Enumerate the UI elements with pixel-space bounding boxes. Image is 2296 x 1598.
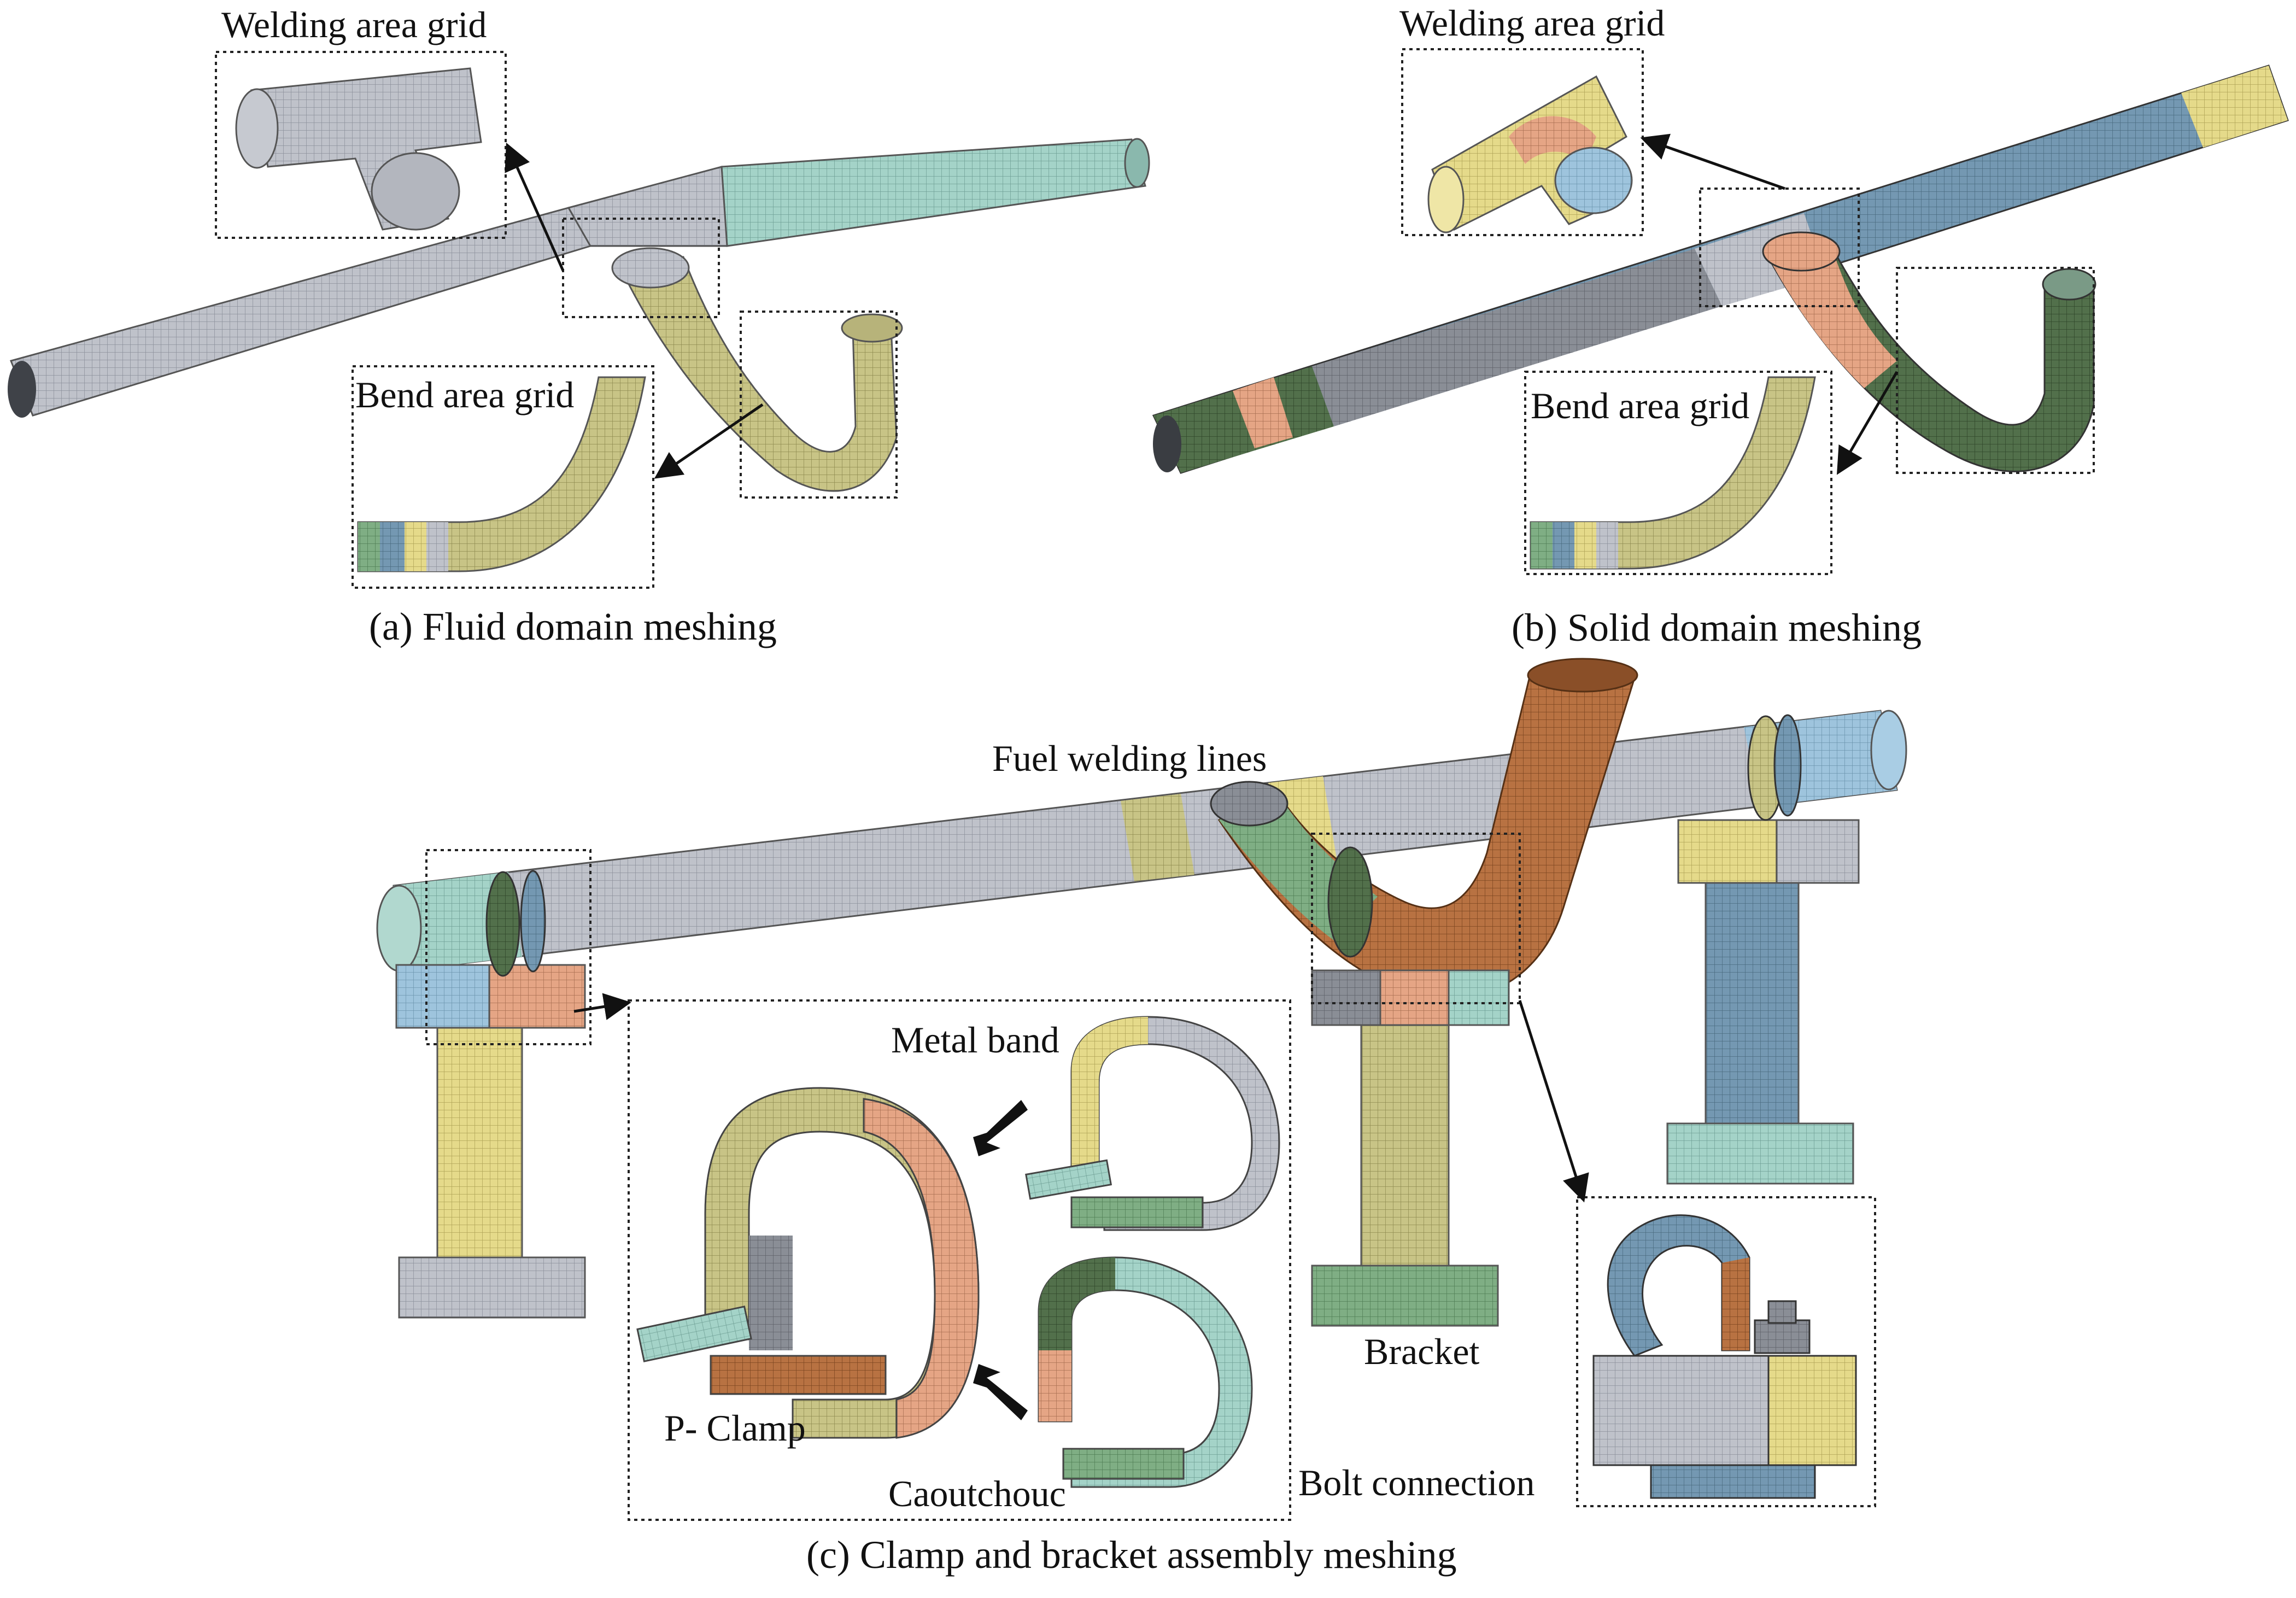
panel-b-welding-label: Welding area grid	[1399, 2, 1665, 44]
panel-c-p-clamp-assembly	[636, 1087, 980, 1439]
panel-c-middle-bracket	[1311, 846, 1510, 1327]
panel-c-caoutchouc-pointer-icon	[973, 1364, 1028, 1420]
panel-a-welding-inset-tee	[235, 67, 482, 231]
panel-c-bolt-source-frame	[1311, 833, 1521, 1004]
panel-a-bend-inset-pipe	[357, 376, 646, 572]
panel-c-bolt-inset-frame	[1576, 1196, 1876, 1507]
panel-a-bend-pipe	[611, 247, 903, 492]
panel-a-welding-arrow	[505, 142, 565, 272]
panel-b-solid-domain: Welding area grid Bend area grid (b) Sol…	[1152, 2, 2289, 649]
panel-b-bend-pipe	[1762, 231, 2096, 472]
panel-b-bend-inset-frame	[1524, 371, 1832, 575]
panel-c-left-clamp-frame	[425, 849, 591, 1045]
panel-c-bolt-label: Bolt connection	[1298, 1462, 1534, 1503]
panel-a-caption: (a) Fluid domain meshing	[369, 605, 777, 648]
panel-c-fuel-welding-label: Fuel welding lines	[992, 737, 1267, 779]
panel-c-assembly: Fuel welding lines Metal band P- Clamp C…	[376, 658, 1907, 1577]
panel-c-left-bracket	[395, 870, 586, 1319]
panel-c-p-clamp-label: P- Clamp	[664, 1407, 806, 1449]
panel-b-main-pipe	[1152, 65, 2289, 474]
panel-b-bend-inset-pipe	[1530, 376, 1816, 570]
panel-a-bend-label: Bend area grid	[355, 374, 574, 415]
panel-c-clamp-arrow	[573, 993, 631, 1020]
panel-b-welding-source-frame	[1699, 188, 1860, 307]
panel-a-welding-label: Welding area grid	[221, 4, 487, 45]
panel-b-caption: (b) Solid domain meshing	[1512, 606, 1922, 649]
panel-c-right-bracket	[1666, 714, 1860, 1185]
panel-a-bend-inset-frame	[352, 365, 654, 589]
panel-b-welding-arrow	[1640, 133, 1785, 190]
panel-c-caoutchouc-label: Caoutchouc	[888, 1473, 1066, 1514]
panel-c-bolt-inset-detail	[1592, 1214, 1857, 1499]
panel-a-main-pipe	[8, 138, 1150, 418]
panel-c-caoutchouc-liner	[1038, 1256, 1253, 1488]
panel-a-welding-inset-frame	[215, 51, 507, 239]
panel-c-metal-band-pointer-icon	[973, 1100, 1028, 1156]
panel-a-bend-arrow	[654, 403, 764, 479]
panel-b-welding-inset-tee	[1427, 75, 1633, 233]
panel-c-caption: (c) Clamp and bracket assembly meshing	[806, 1533, 1457, 1577]
panel-c-bolt-arrow	[1518, 1000, 1589, 1203]
panel-b-bend-source-frame	[1896, 267, 2095, 474]
panel-c-metal-band	[1025, 1016, 1280, 1231]
panel-a-bend-source-frame	[740, 311, 898, 499]
panel-c-bracket-label: Bracket	[1364, 1331, 1480, 1372]
panel-b-bend-label: Bend area grid	[1531, 385, 1749, 426]
panel-c-metal-band-label: Metal band	[891, 1019, 1059, 1061]
panel-b-bend-arrow	[1836, 371, 1899, 475]
panel-a-fluid-domain: Welding area grid Bend area grid (a) Flu…	[8, 4, 1150, 648]
